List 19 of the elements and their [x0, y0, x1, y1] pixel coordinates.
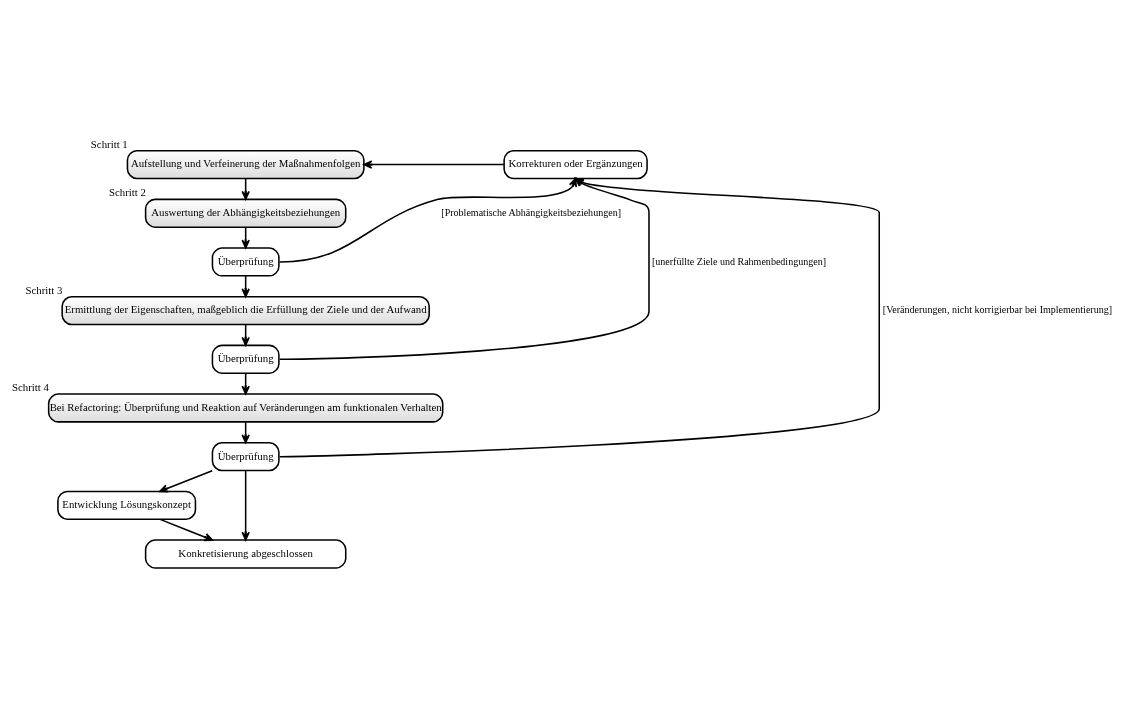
node-box: Ermittlung der Eigenschaften, maßgeblich die Erfüllung der Ziele und der Aufwand [61, 295, 430, 325]
node-label: Schritt 1 [90, 137, 128, 150]
node-box: Überprüfung [211, 441, 280, 471]
edge-label: [unerfüllte Ziele und Rahmenbedingungen] [651, 255, 827, 267]
node-label: Schritt 4 [12, 380, 49, 393]
node-box: Überprüfung [211, 344, 280, 374]
node-box: Entwicklung Lösungskonzept [57, 490, 197, 520]
node-box: Konkretisierung abgeschlossen [144, 538, 347, 569]
node-label: Schritt 2 [109, 185, 146, 198]
node-box: Auswertung der Abhängigkeitsbeziehungen [144, 198, 347, 228]
edge-label: [Problematische Abhängigkeitsbeziehungen] [441, 206, 622, 218]
node-box: Korrekturen oder Ergänzungen [503, 149, 648, 179]
arrow [363, 159, 505, 169]
arrow [241, 469, 250, 541]
node-box: Aufstellung und Verfeinerung der Maßnahmenfolgen [126, 149, 365, 179]
node-box: Bei Refactoring: Überprüfung und Reaktion auf Veränderungen am funktionalen Verhalten [47, 392, 444, 423]
node-box: Überprüfung [211, 246, 280, 277]
edge-label: [Veränderungen, nicht korrigierbar bei Implementierung] [882, 303, 1113, 315]
node-label: Schritt 3 [25, 283, 63, 296]
